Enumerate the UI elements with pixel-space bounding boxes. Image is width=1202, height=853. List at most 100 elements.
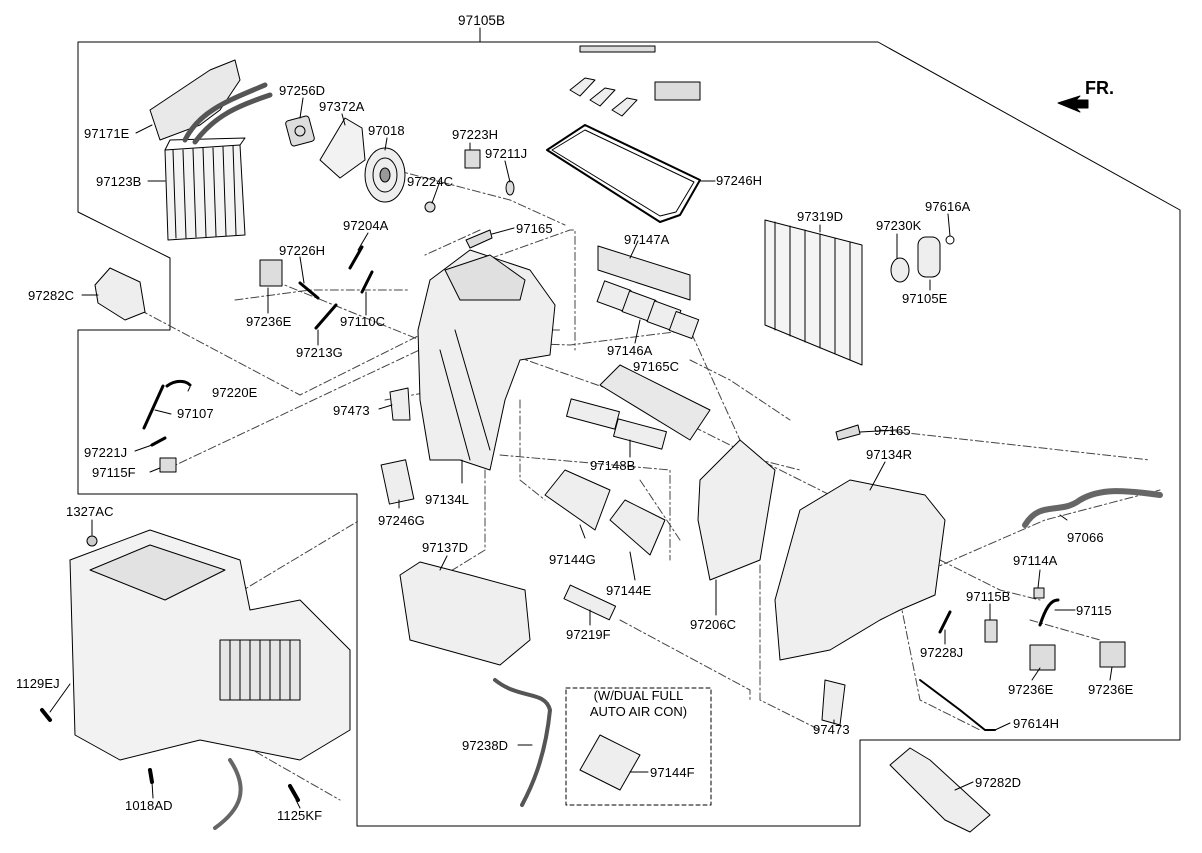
rod-97107 — [142, 384, 165, 430]
leader-lines — [49, 97, 1113, 809]
part-label-97123B: 97123B — [96, 174, 142, 189]
part-label-97282D: 97282D — [975, 775, 1022, 790]
heater-core — [164, 137, 246, 241]
seal-97473-right — [821, 679, 846, 726]
duct-97282D — [889, 747, 991, 833]
part-label-97105E: 97105E — [902, 291, 948, 306]
case-97206C — [697, 439, 776, 581]
part-label-97219F: 97219F — [566, 627, 611, 642]
part-label-97137D: 97137D — [422, 540, 469, 555]
part-label-97224C: 97224C — [407, 174, 454, 189]
link-97110C — [360, 270, 374, 294]
part-label-97236E-mid: 97236E — [1008, 682, 1054, 697]
part-label-97319D: 97319D — [797, 209, 844, 224]
part-label-97473-left: 97473 — [333, 403, 370, 418]
door-97219F — [563, 584, 617, 621]
part-label-97144F: 97144F — [650, 765, 695, 780]
part-label-97220E: 97220E — [212, 385, 258, 400]
assembly-label: 97105B — [458, 13, 506, 28]
part-label-97230K: 97230K — [876, 218, 922, 233]
lever-97226H — [298, 281, 320, 300]
part-label-97204A: 97204A — [343, 218, 389, 233]
nut-1327AC — [86, 535, 98, 547]
part-label-97144G: 97144G — [549, 552, 596, 567]
clip-97221J — [150, 436, 167, 447]
part-label-97211J: 97211J — [485, 146, 528, 161]
variant-note-line2: AUTO AIR CON) — [589, 704, 688, 719]
screw-1018AD — [148, 768, 154, 784]
variant-note: (W/DUAL FULL AUTO AIR CON) — [566, 688, 711, 720]
hose-97066 — [1022, 488, 1163, 528]
part-label-97221J: 97221J — [84, 445, 128, 460]
part-label-97228J: 97228J — [920, 645, 964, 660]
drain-hose — [493, 678, 552, 807]
part-label-97171E: 97171E — [84, 126, 130, 141]
part-label-97246H: 97246H — [716, 173, 763, 188]
variant-box — [565, 687, 712, 806]
part-label-97144E: 97144E — [606, 583, 652, 598]
duct-97165-right — [835, 424, 861, 441]
assembled-unit — [69, 529, 351, 830]
part-label-97115: 97115 — [1076, 603, 1112, 618]
actuator-97236E-right — [1099, 641, 1126, 668]
part-label-97213G: 97213G — [296, 345, 343, 360]
part-label-97110C: 97110C — [340, 314, 386, 329]
part-label-1327AC: 1327AC — [66, 504, 114, 519]
part-label-97115F: 97115F — [92, 465, 136, 480]
variant-note-line1: (W/DUAL FULL — [593, 688, 684, 703]
part-label-97114A: 97114A — [1013, 553, 1058, 568]
seal-97246G — [380, 459, 415, 505]
part-label-97282C: 97282C — [28, 288, 75, 303]
part-label-97018: 97018 — [368, 123, 405, 138]
seal-97230K — [890, 257, 910, 283]
part-label-97372A: 97372A — [319, 99, 365, 114]
evaporator — [764, 219, 863, 366]
direction-label: FR. — [1085, 78, 1114, 98]
part-label-97614H: 97614H — [1013, 716, 1060, 731]
part-label-97165-top: 97165 — [516, 221, 553, 236]
lower-case — [399, 561, 531, 666]
duct-97165 — [465, 229, 493, 249]
part-label-97238D: 97238D — [462, 738, 509, 753]
right-case — [774, 479, 946, 661]
part-label-97473-right: 97473 — [813, 722, 850, 737]
blower-motor — [364, 147, 406, 203]
part-label-97236E-left: 97236E — [246, 314, 292, 329]
part-label-97256D: 97256D — [279, 83, 326, 98]
bolt-1129EJ — [40, 708, 52, 722]
part-label-97147A: 97147A — [624, 232, 670, 247]
part-label-97146A: 97146A — [607, 343, 653, 358]
part-label-1018AD: 1018AD — [125, 798, 173, 813]
part-label-97616A: 97616A — [925, 199, 971, 214]
part-label-97066: 97066 — [1067, 530, 1104, 545]
part-label-97134L: 97134L — [425, 492, 469, 507]
link-97204A — [348, 245, 364, 270]
actuator-97236E-left — [259, 259, 283, 287]
seal-97473-left — [389, 387, 411, 421]
actuator-97236E-mid — [1029, 644, 1056, 671]
direction-arrow-icon — [1057, 95, 1089, 113]
part-label-97223H: 97223H — [452, 127, 499, 142]
door-parts — [566, 245, 711, 450]
rod-97213G — [314, 303, 338, 330]
part-label-97165C: 97165C — [633, 359, 680, 374]
sensor-97614H — [919, 679, 996, 731]
air-filter — [546, 45, 701, 223]
lever-97228J — [938, 610, 952, 634]
duct-97282C — [94, 267, 146, 321]
left-case — [417, 249, 556, 471]
bolt-1125KF — [288, 784, 300, 802]
part-label-97206C: 97206C — [690, 617, 737, 632]
clip-97211J — [505, 180, 515, 196]
arm-97220E — [165, 379, 192, 388]
plate-97372A — [319, 117, 366, 179]
part-label-97107: 97107 — [177, 406, 214, 421]
door-97144F — [579, 734, 641, 791]
assembly-boundary — [77, 41, 1181, 827]
lever-97115 — [1038, 598, 1060, 627]
mode-doors — [544, 469, 666, 556]
actuator-97115F — [159, 457, 177, 473]
part-label-97134R: 97134R — [866, 447, 913, 462]
